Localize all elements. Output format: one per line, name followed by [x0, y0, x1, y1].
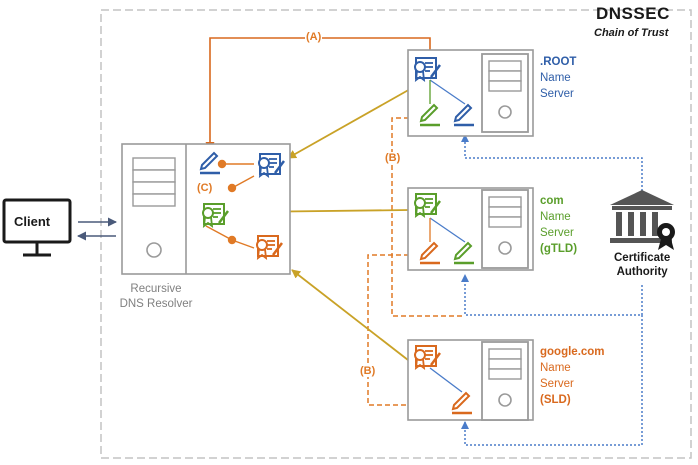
google-chain-line — [429, 367, 463, 393]
certificate-authority-label: Certificate Authority — [614, 251, 670, 279]
diagram-subtitle: Chain of Trust — [594, 27, 669, 39]
diagram-title: DNSSEC — [596, 4, 670, 23]
resolver-label-line1: Recursive — [130, 283, 182, 295]
com-server-label: com Name Server (gTLD) — [540, 193, 577, 257]
google-server-line2: Name — [540, 362, 571, 374]
step-c-label: (C) — [196, 182, 214, 194]
step-b-root-label: (B) — [384, 152, 402, 164]
root-server-label: .ROOT Name Server — [540, 54, 576, 102]
resolver-chain-lines — [205, 159, 255, 249]
step-b-com-label: (B) — [359, 365, 377, 377]
root-cert-icon — [413, 56, 442, 82]
com-chain-line — [429, 217, 466, 243]
ca-link-google — [461, 315, 643, 446]
resolver-label: Recursive DNS Resolver — [104, 282, 208, 312]
root-chain-line — [429, 79, 466, 105]
ca-label-line2: Authority — [616, 266, 668, 278]
certificate-authority-icon — [610, 190, 675, 250]
ca-label-line1: Certificate — [614, 252, 671, 264]
arrow-google-to-resolver — [291, 269, 409, 361]
arrow-root-to-resolver — [287, 87, 413, 159]
google-cert-icon — [413, 344, 442, 370]
resolver-root-cert-icon — [257, 152, 286, 178]
ca-link-com — [461, 274, 643, 316]
com-server-name: com — [540, 195, 564, 207]
resolver-label-line2: DNS Resolver — [119, 298, 193, 310]
client-label: Client — [14, 214, 51, 229]
com-server-line4: (gTLD) — [540, 243, 578, 255]
root-server-name: .ROOT — [540, 56, 577, 68]
root-server-line3: Server — [540, 88, 574, 100]
google-server-line3: Server — [540, 378, 574, 390]
com-cert-icon — [413, 192, 442, 218]
com-server-line3: Server — [540, 227, 574, 239]
google-server-name: google.com — [540, 346, 605, 358]
resolver-google-cert-icon — [255, 234, 284, 260]
chain-of-trust-frame — [100, 9, 692, 459]
step-a-label: (A) — [305, 31, 323, 43]
google-server-label: google.com Name Server (SLD) — [540, 344, 605, 408]
resolver-com-cert-icon — [201, 202, 230, 228]
com-server-line2: Name — [540, 211, 571, 223]
google-server-line4: (SLD) — [540, 394, 571, 406]
link-a — [205, 37, 431, 151]
client-monitor-icon — [2, 198, 72, 257]
ca-link-root — [461, 134, 643, 195]
root-server-line2: Name — [540, 72, 571, 84]
